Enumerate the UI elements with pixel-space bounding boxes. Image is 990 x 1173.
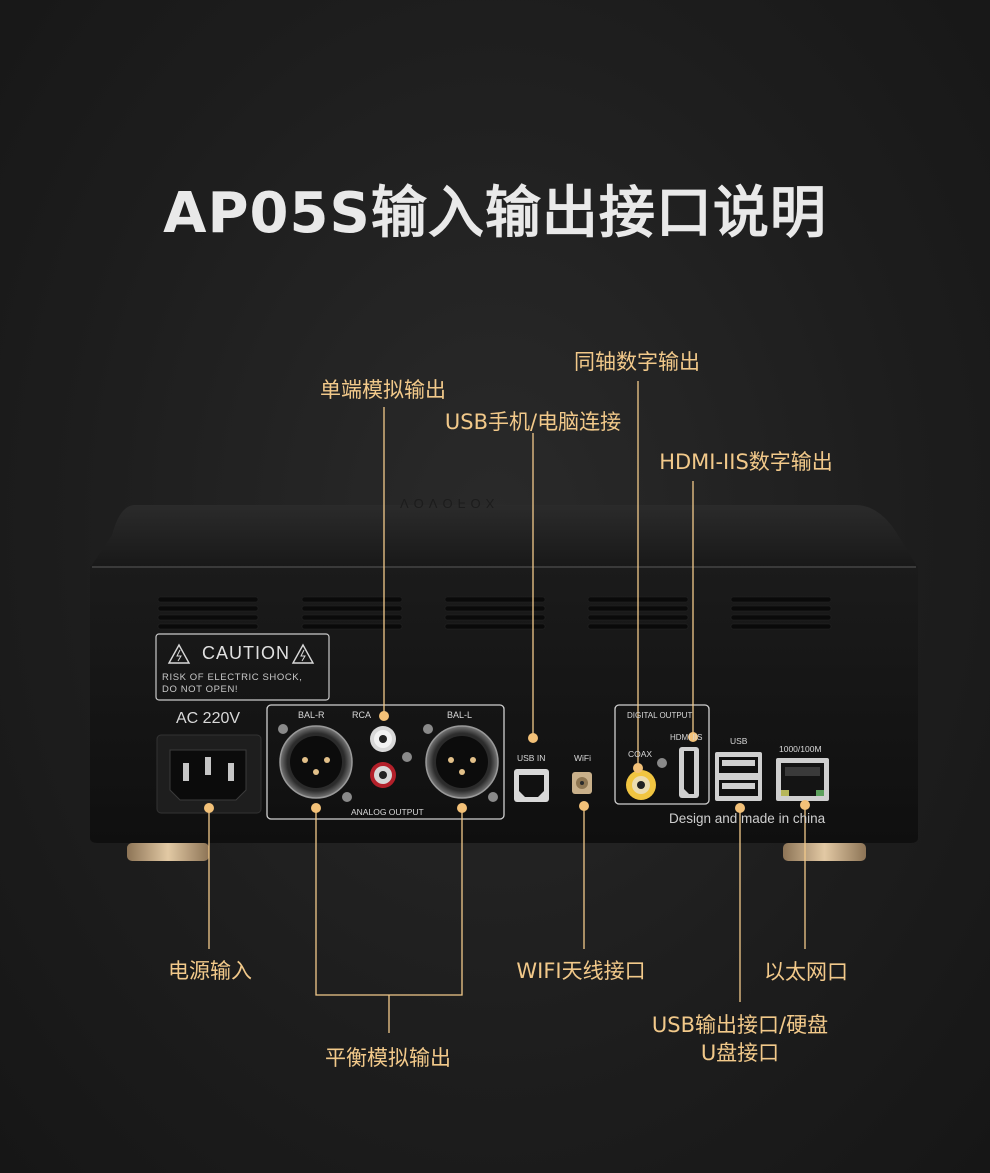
usb-a-ports	[715, 752, 762, 801]
caution-line1: RISK OF ELECTRIC SHOCK,	[162, 672, 303, 683]
leader-lines	[208, 381, 806, 1033]
digital-output-group	[614, 704, 710, 805]
xlr-bal-l	[425, 725, 499, 799]
callout-balanced: 平衡模拟输出	[325, 1046, 451, 1070]
warning-right-icon	[291, 643, 315, 664]
caution-line2: DO NOT OPEN!	[162, 684, 239, 695]
caution-box	[155, 633, 330, 701]
device-top-surface	[90, 505, 918, 568]
device-foot-left	[127, 843, 209, 861]
brand-engraving: VOVOFOX	[400, 496, 500, 511]
xlr-bal-r	[279, 725, 353, 799]
bal-r-label: BAL-R	[298, 710, 325, 720]
callout-coax-digital: 同轴数字输出	[574, 350, 700, 374]
callout-usb-output-line2: U盘接口	[700, 1041, 780, 1065]
ac-voltage-label: AC 220V	[176, 710, 241, 727]
warning-left-icon	[167, 643, 191, 664]
callout-power-input: 电源输入	[168, 959, 252, 983]
usb-in-label: USB IN	[517, 753, 546, 763]
analog-output-label: ANALOG OUTPUT	[351, 807, 424, 817]
ethernet-port	[776, 758, 829, 801]
wifi-label: WiFi	[574, 753, 591, 763]
digital-output-label: DIGITAL OUTPUT	[627, 711, 693, 720]
hdmi-iis-label: HDMI IIS	[670, 733, 703, 742]
coax-port	[626, 770, 656, 800]
rca-red	[370, 762, 396, 788]
callout-hdmi-iis-digital: HDMI-IIS数字输出	[659, 450, 833, 474]
callout-usb-output-line1: USB输出接口/硬盘	[651, 1013, 829, 1037]
coax-label: COAX	[628, 749, 653, 759]
page-title: AP05S输入输出接口说明	[163, 181, 827, 246]
wifi-sma-connector	[572, 772, 592, 794]
device-foot-right	[783, 843, 866, 861]
usb-label: USB	[730, 736, 748, 746]
lan-label: 1000/100M	[779, 744, 822, 754]
rca-white	[370, 726, 396, 752]
callout-wifi-antenna: WIFI天线接口	[516, 959, 646, 983]
callout-ethernet: 以太网口	[764, 960, 848, 984]
callout-usb-phone-pc: USB手机/电脑连接	[444, 410, 622, 434]
analog-output-group	[266, 704, 505, 820]
bal-l-label: BAL-L	[447, 710, 473, 720]
caution-title: CAUTION	[202, 643, 290, 663]
hdmi-port	[679, 747, 699, 798]
callout-single-ended: 单端模拟输出	[320, 378, 446, 402]
leader-dots	[204, 711, 810, 813]
made-in-label: Design and made in china	[669, 811, 826, 826]
rca-label: RCA	[352, 710, 372, 720]
